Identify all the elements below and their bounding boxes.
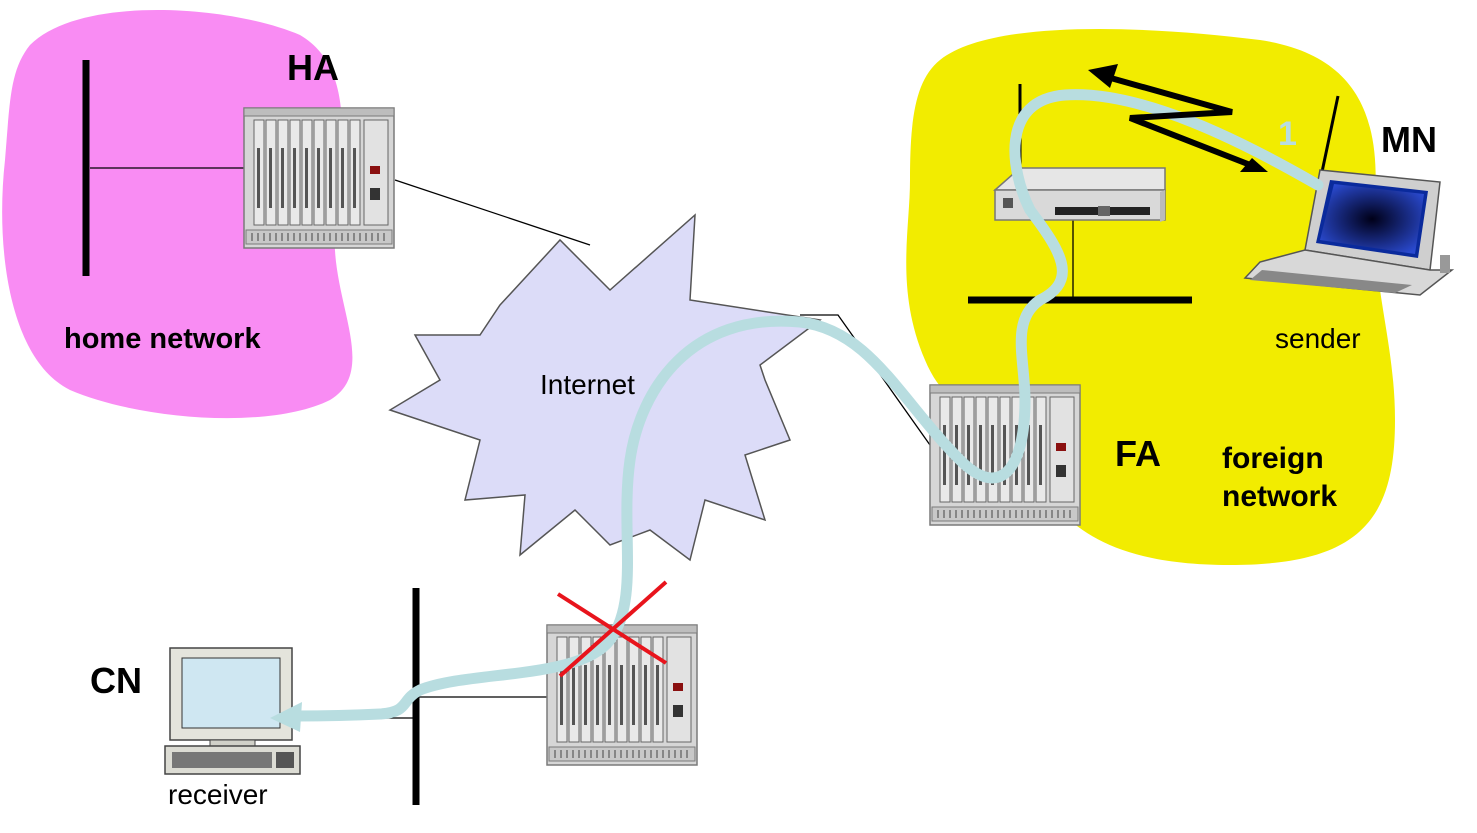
wireless-arrow-head-icon xyxy=(1088,64,1118,88)
arrow-head-icon xyxy=(270,702,302,732)
mn-label: MN xyxy=(1381,119,1437,160)
laptop-icon xyxy=(1243,169,1455,296)
receiver-label: receiver xyxy=(168,779,268,810)
ha-router-icon xyxy=(243,107,395,249)
step-number-label: 1 xyxy=(1278,115,1297,153)
wireless-signal-icon xyxy=(1099,72,1260,171)
foreign-network-label-line2: network xyxy=(1222,480,1338,513)
foreign-network-label-line1: foreign xyxy=(1222,442,1324,475)
sender-label: sender xyxy=(1275,323,1361,354)
internet-label: Internet xyxy=(540,369,635,400)
red-x-icon xyxy=(556,580,668,678)
internet-cloud xyxy=(388,213,822,562)
ha-label: HA xyxy=(287,47,339,88)
wireless-arrow-tail-icon xyxy=(1240,158,1268,172)
fa-label: FA xyxy=(1115,433,1162,474)
cn-label: CN xyxy=(90,660,142,701)
desktop-computer-icon xyxy=(164,647,301,775)
cn-router-icon xyxy=(546,624,698,766)
access-point-icon xyxy=(993,167,1166,222)
home-network-label: home network xyxy=(64,323,261,355)
packet-path xyxy=(289,89,1324,722)
